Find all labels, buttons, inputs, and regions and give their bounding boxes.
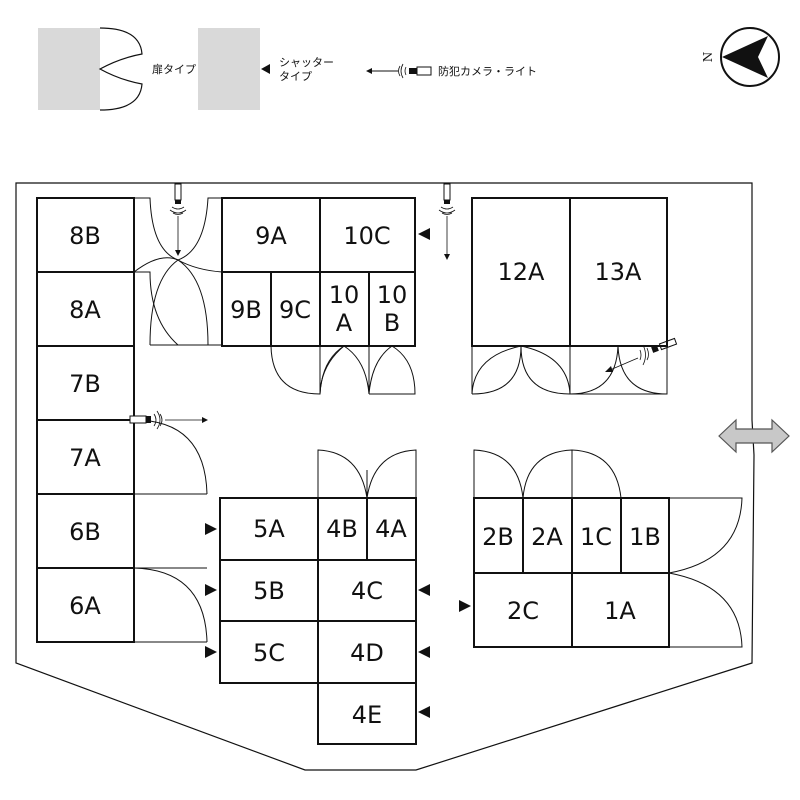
unit-8A[interactable]: 8A — [69, 296, 101, 324]
shutter-marker-icon — [418, 646, 430, 658]
unit-1C[interactable]: 1C — [580, 523, 612, 551]
legend-camera: 防犯カメラ・ライト — [366, 63, 537, 79]
shutter-marker-icon — [418, 706, 430, 718]
unit-2C[interactable]: 2C — [507, 597, 539, 625]
unit-10B-line2[interactable]: B — [384, 309, 400, 337]
block-1-2-doors — [473, 449, 743, 648]
unit-13A[interactable]: 13A — [595, 258, 643, 286]
unit-8B[interactable]: 8B — [69, 222, 101, 250]
unit-9B[interactable]: 9B — [230, 296, 262, 324]
unit-5A[interactable]: 5A — [253, 515, 285, 543]
compass-needle-icon — [722, 36, 768, 78]
shutter-marker-icon — [205, 523, 217, 535]
camera-icon — [398, 63, 432, 79]
shutter-marker-icon — [261, 64, 270, 74]
shutter-marker-icon — [418, 228, 430, 240]
left-column-doors — [133, 197, 223, 643]
unit-7A[interactable]: 7A — [69, 444, 101, 472]
unit-6A[interactable]: 6A — [69, 592, 101, 620]
unit-4A[interactable]: 4A — [375, 515, 407, 543]
exit-arrow-icon — [718, 418, 790, 454]
left-column-units — [36, 197, 135, 643]
camera-icon — [129, 410, 208, 430]
site-boundary — [15, 182, 755, 771]
block-9-10-doors — [270, 345, 416, 395]
legend: 扉タイプ シャッター タイプ 防犯カメラ・ライト — [38, 27, 537, 111]
shutter-marker-icon — [418, 584, 430, 596]
unit-10A-line2[interactable]: A — [336, 309, 353, 337]
camera-icon — [438, 183, 456, 260]
unit-12A[interactable]: 12A — [498, 258, 546, 286]
legend-shutter-label-2: タイプ — [279, 70, 312, 83]
unit-7B[interactable]: 7B — [69, 370, 101, 398]
unit-5B[interactable]: 5B — [253, 577, 285, 605]
unit-1B[interactable]: 1B — [629, 523, 661, 551]
block-1-2 — [473, 497, 670, 648]
unit-9C[interactable]: 9C — [279, 296, 311, 324]
unit-10C[interactable]: 10C — [343, 222, 390, 250]
unit-2B[interactable]: 2B — [482, 523, 514, 551]
block-4-5 — [219, 497, 417, 745]
camera-icon — [169, 183, 187, 256]
camera-icon — [605, 337, 678, 372]
unit-4E[interactable]: 4E — [352, 701, 382, 729]
legend-door-label: 扉タイプ — [152, 63, 196, 76]
legend-door-type: 扉タイプ — [38, 27, 196, 111]
unit-10A-line1[interactable]: 10 — [329, 281, 360, 309]
unit-4B[interactable]: 4B — [326, 515, 358, 543]
unit-2A[interactable]: 2A — [531, 523, 563, 551]
block-4-doors — [317, 449, 417, 499]
unit-9A[interactable]: 9A — [255, 222, 287, 250]
unit-5C[interactable]: 5C — [253, 639, 285, 667]
shutter-marker-icon — [205, 646, 217, 658]
unit-4C[interactable]: 4C — [351, 577, 383, 605]
legend-camera-label: 防犯カメラ・ライト — [438, 64, 537, 78]
legend-shutter-label-1: シャッター — [279, 56, 334, 69]
compass: N — [701, 27, 780, 87]
block-12-13-doors — [471, 345, 668, 395]
legend-shutter-type: シャッター タイプ — [198, 28, 334, 110]
unit-10B-line1[interactable]: 10 — [377, 281, 408, 309]
unit-1A[interactable]: 1A — [604, 597, 636, 625]
shutter-marker-icon — [459, 600, 471, 612]
compass-north-label: N — [701, 52, 715, 63]
shutter-marker-icon — [205, 584, 217, 596]
unit-6B[interactable]: 6B — [69, 518, 101, 546]
block-9-10 — [221, 197, 416, 347]
unit-4D[interactable]: 4D — [350, 639, 384, 667]
